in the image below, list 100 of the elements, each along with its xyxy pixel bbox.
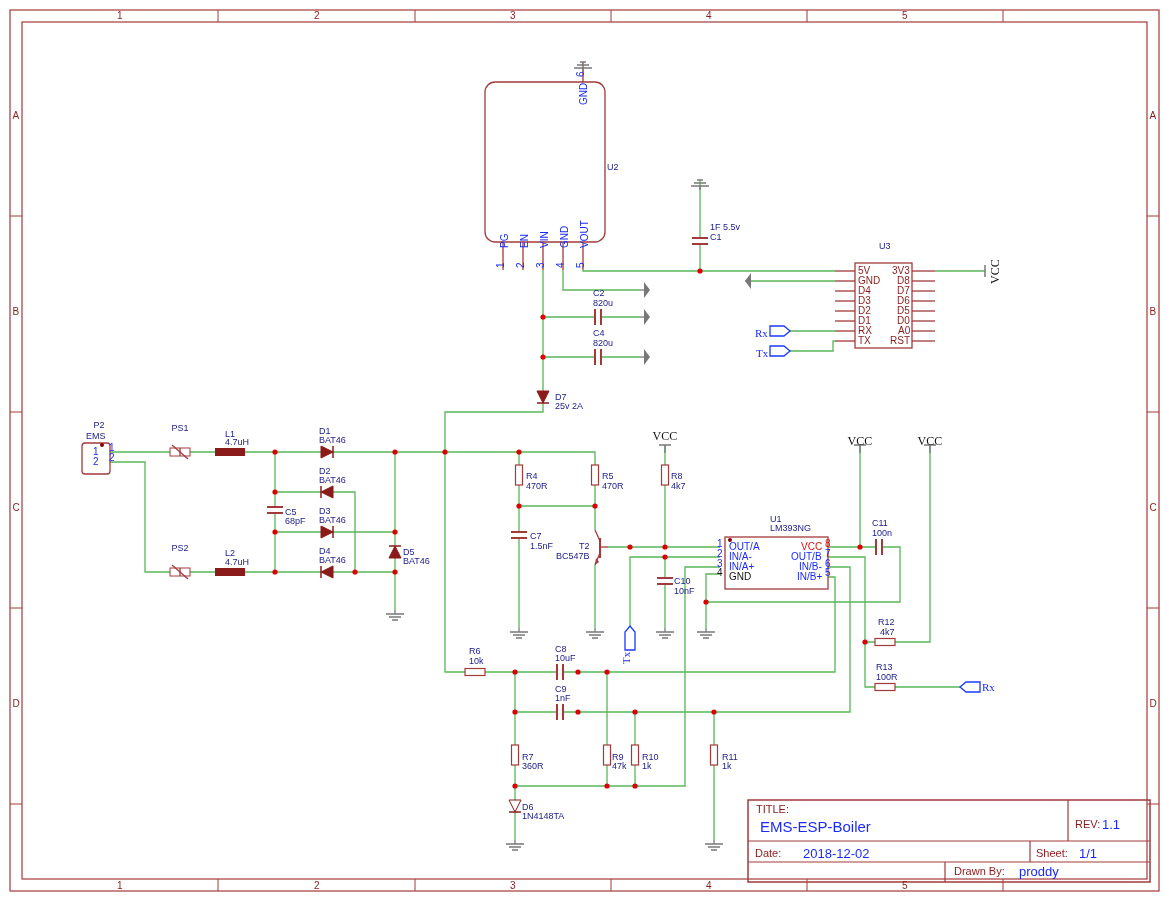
pin-number: 5: [576, 262, 586, 268]
pin-number: 2: [717, 549, 723, 559]
value-label: BAT46: [319, 555, 346, 565]
reference-label: D3: [319, 506, 331, 516]
reference-label: PS1: [171, 423, 189, 433]
field-value: proddy: [1019, 864, 1059, 878]
reference-label: C9: [555, 684, 567, 694]
pin-name: D0: [897, 316, 910, 326]
grid-label: 3: [510, 11, 516, 21]
net-label: Tx: [620, 651, 632, 664]
pin-name: D2: [858, 306, 871, 316]
pin-name: RST: [890, 336, 910, 346]
reference-label: U1: [770, 514, 782, 524]
reference-label: P2: [93, 420, 105, 430]
grid-label: 4: [706, 881, 712, 891]
value-label: 4.7uH: [225, 437, 250, 447]
reference-label: C7: [530, 531, 542, 541]
grid-label: B: [1149, 307, 1157, 317]
value-label: 100n: [872, 528, 893, 538]
reference-label: L1: [225, 429, 235, 439]
reference-label: U2: [607, 162, 619, 172]
grid-label: D: [1149, 699, 1157, 709]
pin-number: 2: [109, 453, 115, 463]
value-label: 25v 2A: [555, 401, 584, 411]
pin-name: D7: [897, 286, 910, 296]
pin-name: VOUT: [580, 220, 590, 248]
net-label: Tx: [756, 347, 769, 359]
value-label: 68pF: [285, 516, 306, 526]
grid-label: 1: [117, 11, 123, 21]
field-value: 1/1: [1079, 846, 1098, 860]
reference-label: D2: [319, 466, 331, 476]
value-label: 1k: [722, 761, 732, 771]
reference-label: L2: [225, 548, 235, 558]
reference-label: T2: [579, 541, 590, 551]
net-label: Rx: [982, 681, 995, 693]
value-label: 1k: [642, 761, 652, 771]
pin-number: 3: [717, 559, 723, 569]
net-label: VCC: [917, 435, 943, 447]
value-label: 4k7: [880, 627, 895, 637]
value-label: 10uF: [555, 653, 576, 663]
value-label: BAT46: [319, 515, 346, 525]
pin-name: GND: [729, 572, 752, 582]
value-label: 4.7uH: [225, 557, 250, 567]
reference-label: R4: [526, 471, 538, 481]
pin-name: VIN: [540, 231, 550, 248]
reference-label: C8: [555, 644, 567, 654]
reference-label: R6: [469, 646, 481, 656]
field-value: 1.1: [1102, 817, 1121, 831]
pin-number: 7: [825, 549, 831, 559]
reference-label: D7: [555, 392, 567, 402]
pin-name: EN: [520, 234, 530, 248]
grid-label: A: [12, 111, 20, 121]
field-caption: TITLE:: [756, 803, 789, 815]
pin-name: D8: [897, 276, 910, 286]
reference-label: R13: [876, 662, 893, 672]
pin-number: 3: [536, 262, 546, 268]
value-label: BAT46: [403, 556, 430, 566]
net-label: VCC: [847, 435, 873, 447]
net-label: Rx: [755, 327, 768, 339]
value-label: BAT46: [319, 435, 346, 445]
pin-name: D3: [858, 296, 871, 306]
reference-label: R11: [722, 752, 738, 762]
value-label: 10k: [469, 656, 484, 666]
pin-name: VCC: [801, 542, 823, 552]
pin-name: RX: [858, 326, 872, 336]
pin-name: D1: [858, 316, 871, 326]
value-label: 470R: [602, 481, 624, 491]
reference-label: R8: [671, 471, 683, 481]
pin-number: 4: [717, 568, 723, 578]
value-label: 4k7: [671, 481, 686, 491]
value-label: 100R: [876, 672, 898, 682]
value-label: BAT46: [319, 475, 346, 485]
reference-label: C2: [593, 288, 605, 298]
field-caption: REV:: [1075, 818, 1101, 830]
reference-label: R9: [612, 752, 624, 762]
pin-number: 6: [825, 559, 831, 569]
reference-label: R10: [642, 752, 659, 762]
field-caption: Sheet:: [1036, 847, 1068, 859]
grid-label: A: [1149, 111, 1157, 121]
value-label: 10nF: [674, 586, 695, 596]
grid-label: B: [12, 307, 20, 317]
reference-label: C11: [872, 518, 888, 528]
reference-label: R7: [522, 752, 534, 762]
reference-label: R12: [878, 617, 895, 627]
pin-number: 8: [825, 539, 831, 549]
grid-label: 1: [117, 881, 123, 891]
grid-label: 4: [706, 11, 712, 21]
value-label: LM393NG: [770, 523, 812, 533]
reference-label: PS2: [171, 543, 189, 553]
field-value: 2018-12-02: [803, 846, 870, 860]
net-label: VCC: [989, 259, 1001, 284]
pin-number: 2: [516, 262, 526, 268]
grid-label: C: [1149, 503, 1157, 513]
pin-number: 6: [576, 71, 586, 77]
grid-label: 5: [902, 881, 908, 891]
pin-name: IN/B-: [799, 562, 822, 572]
pin-number: 4: [556, 262, 566, 268]
grid-label: 2: [314, 881, 320, 891]
value-label: 1nF: [555, 693, 571, 703]
reference-label: C1: [710, 232, 722, 242]
